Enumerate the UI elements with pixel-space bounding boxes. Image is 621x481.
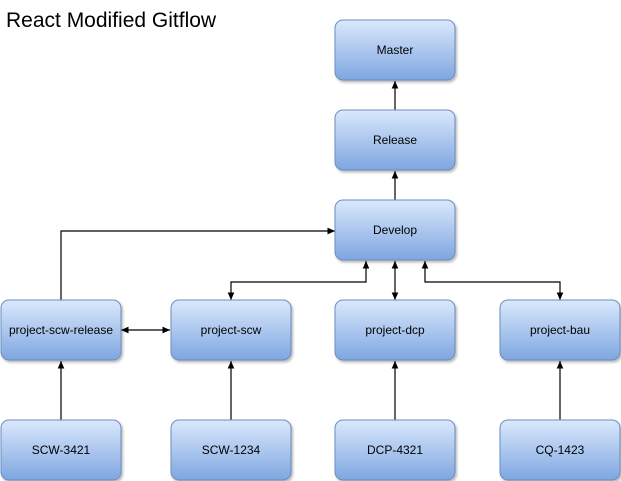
node-dcp-4321: DCP-4321	[334, 419, 456, 481]
node-project-bau-label: project-bau	[530, 323, 590, 337]
node-scw-3421: SCW-3421	[0, 419, 122, 481]
node-cq-1423-label: CQ-1423	[536, 443, 585, 457]
edges	[57, 81, 564, 420]
node-release: Release	[334, 109, 456, 171]
node-project-dcp: project-dcp	[334, 299, 456, 361]
edge-scw-release-to-develop	[60, 227, 335, 300]
node-project-dcp-label: project-dcp	[365, 323, 425, 337]
node-project-scw-release-label: project-scw-release	[9, 323, 113, 337]
node-master-label: Master	[377, 43, 414, 57]
node-cq-1423: CQ-1423	[499, 419, 621, 481]
diagram-title: React Modified Gitflow	[6, 9, 217, 32]
node-develop-label: Develop	[373, 223, 417, 237]
edge-develop-project-scw	[227, 261, 370, 300]
node-release-label: Release	[373, 133, 417, 147]
node-develop: Develop	[334, 199, 456, 261]
node-scw-1234: SCW-1234	[170, 419, 292, 481]
node-scw-1234-label: SCW-1234	[202, 443, 261, 457]
edge-develop-project-bau	[421, 261, 564, 300]
node-project-scw: project-scw	[170, 299, 292, 361]
node-project-scw-label: project-scw	[201, 323, 262, 337]
node-project-scw-release: project-scw-release	[0, 299, 122, 361]
node-master: Master	[334, 19, 456, 81]
node-scw-3421-label: SCW-3421	[32, 443, 91, 457]
node-dcp-4321-label: DCP-4321	[367, 443, 423, 457]
node-project-bau: project-bau	[499, 299, 621, 361]
